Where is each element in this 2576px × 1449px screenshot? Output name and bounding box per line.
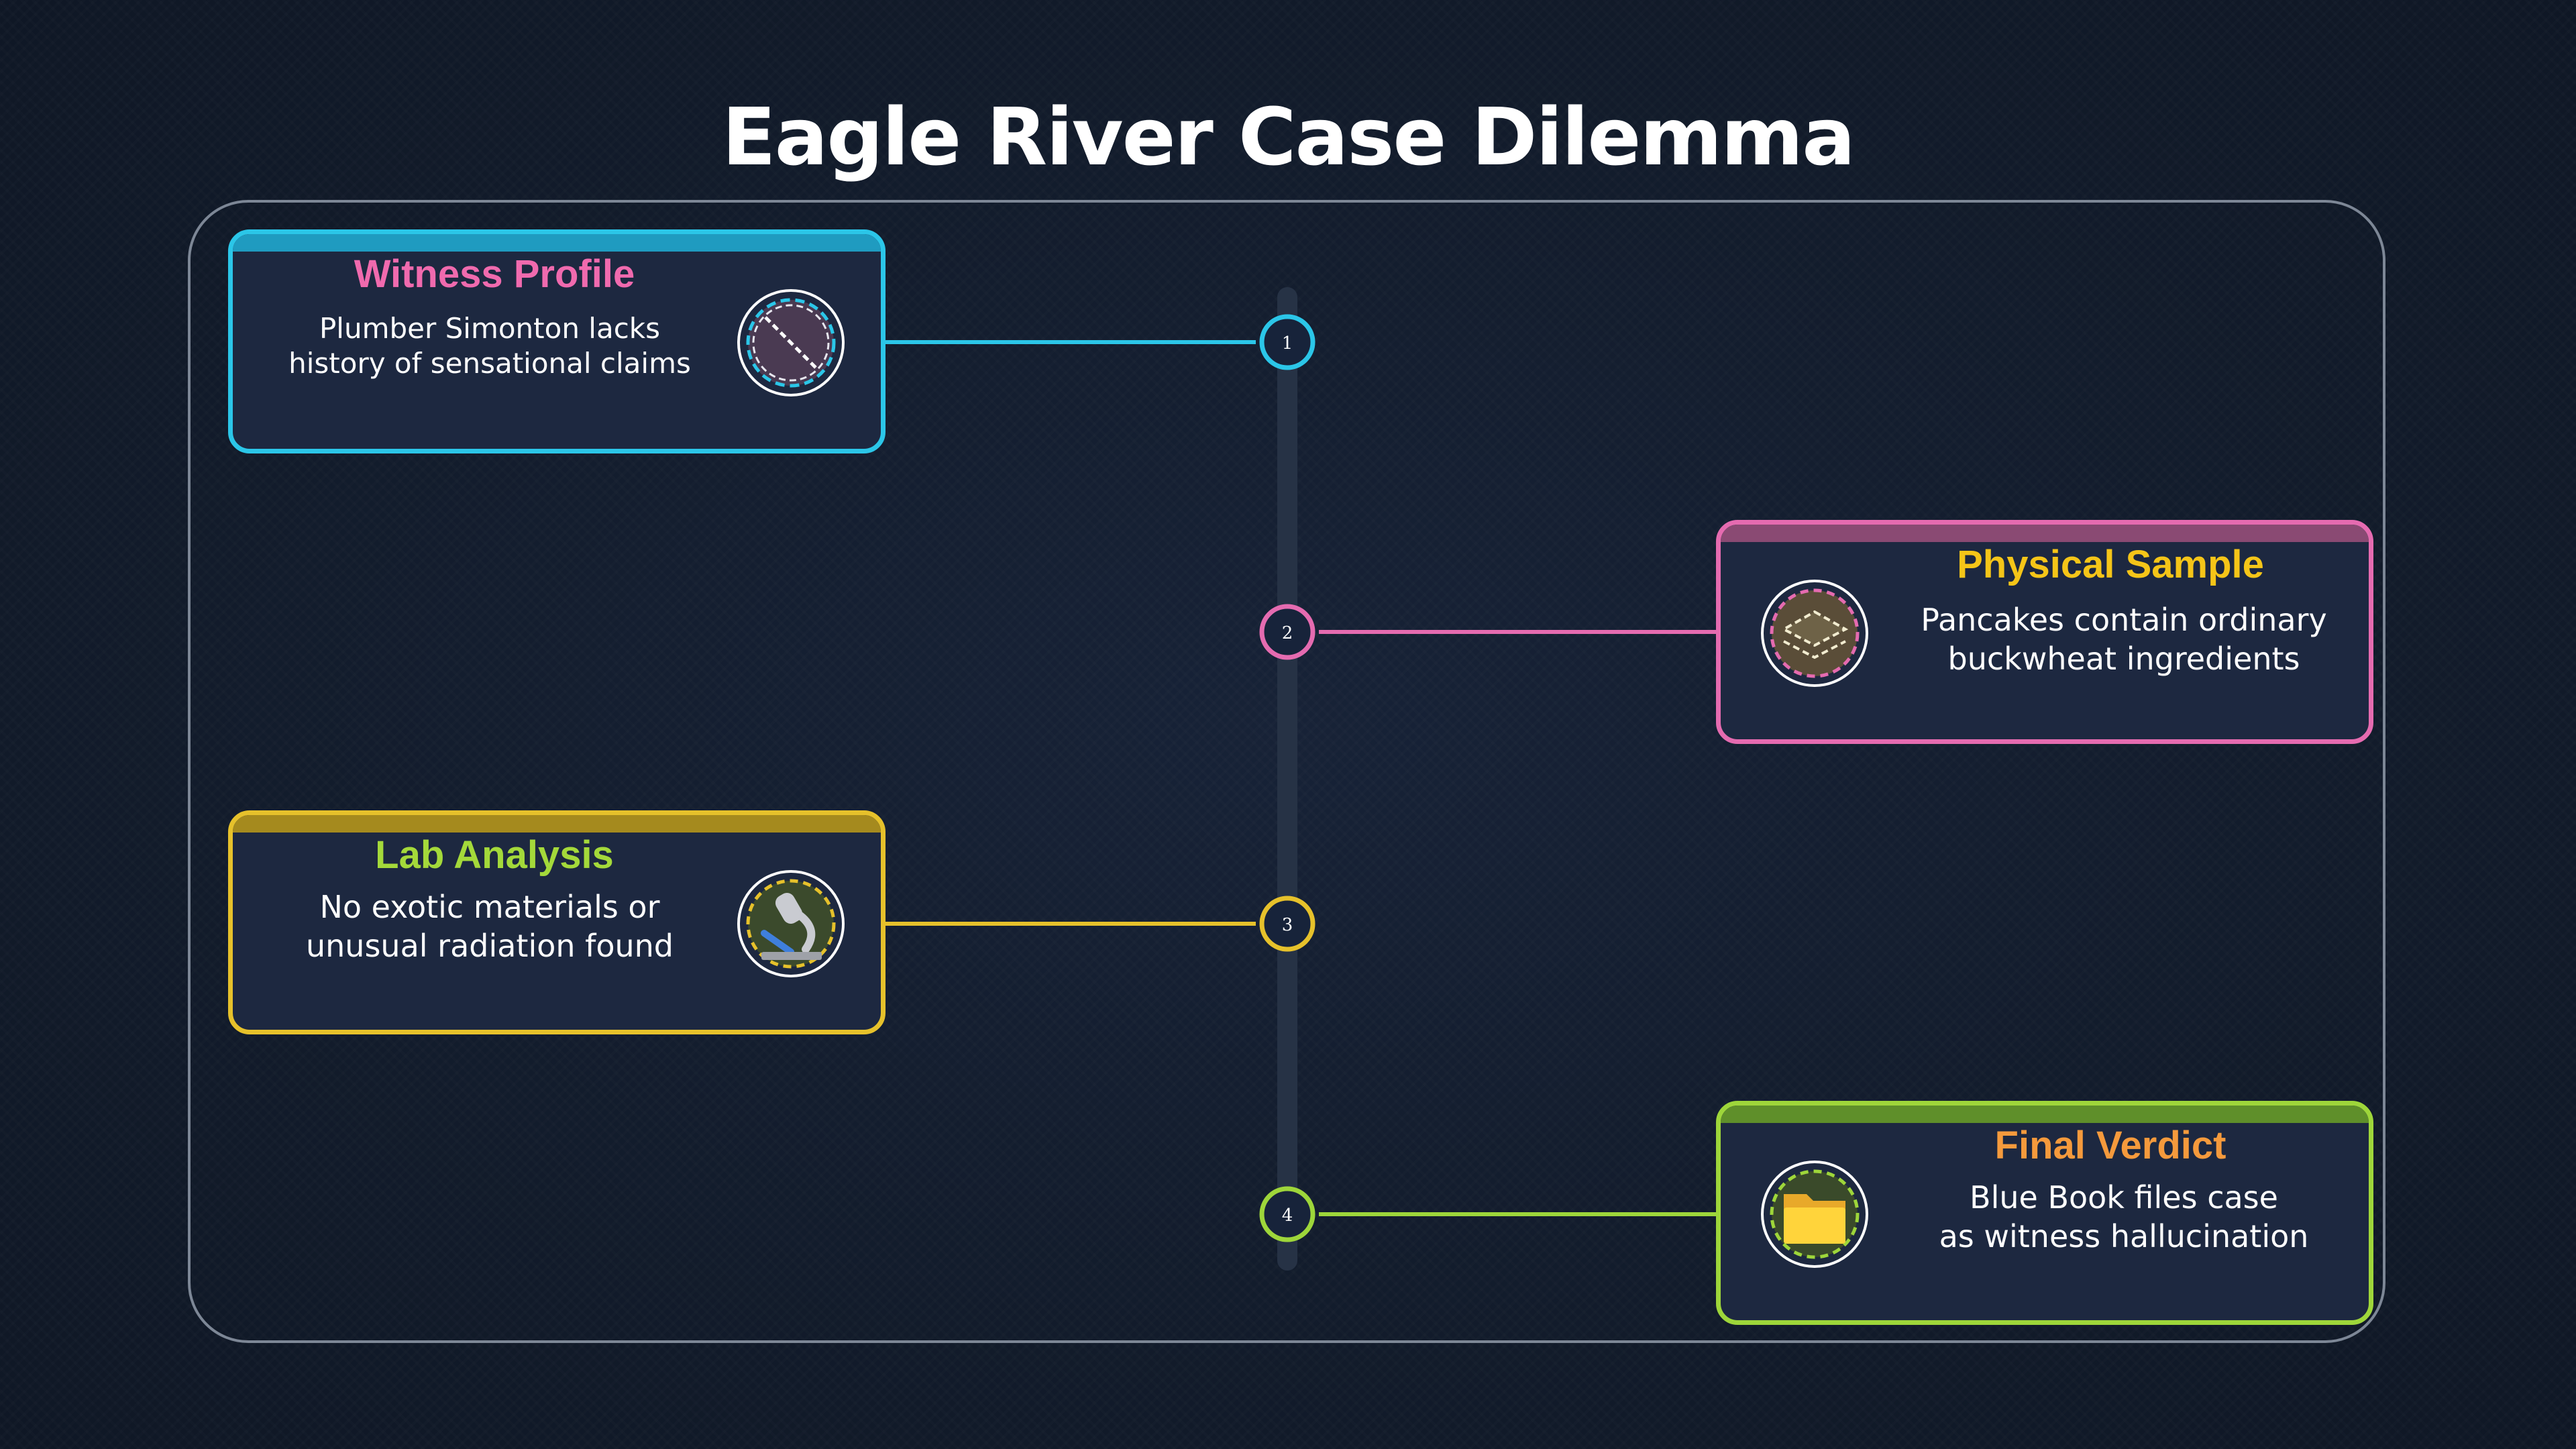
node-number-3: 3 — [1282, 915, 1293, 935]
card-body-line: Blue Book files case — [1970, 1179, 2278, 1216]
card-heading: Lab Analysis — [375, 833, 614, 877]
node-number-2: 2 — [1282, 623, 1293, 643]
microscope-icon — [737, 870, 845, 977]
card-lab-analysis: Lab Analysis No exotic materials or unus… — [228, 810, 885, 1034]
card-cap — [1721, 525, 2369, 542]
timeline-frame — [188, 200, 2385, 1343]
card-final-verdict: Final Verdict Blue Book files case as wi… — [1716, 1101, 2373, 1325]
no-symbol-icon — [737, 289, 845, 396]
card-body-line: as witness hallucination — [1939, 1218, 2309, 1254]
timeline-node-4: 4 — [1259, 1186, 1316, 1242]
card-body: Plumber Simonton lacks history of sensat… — [275, 311, 704, 381]
card-body-line: history of sensational claims — [288, 347, 691, 380]
layers-icon — [1761, 580, 1868, 687]
timeline-node-1: 1 — [1259, 314, 1316, 370]
card-witness-profile: Witness Profile Plumber Simonton lacks h… — [228, 229, 885, 453]
card-body: Pancakes contain ordinary buckwheat ingr… — [1909, 600, 2339, 678]
node-number-4: 4 — [1282, 1205, 1293, 1226]
card-body-line: unusual radiation found — [305, 928, 674, 964]
card-body-line: No exotic materials or — [319, 889, 660, 925]
card-body: Blue Book files case as witness hallucin… — [1909, 1178, 2339, 1256]
card-cap — [233, 815, 881, 833]
card-heading: Physical Sample — [1957, 543, 2264, 586]
card-heading: Witness Profile — [354, 252, 635, 296]
card-body-line: Plumber Simonton lacks — [319, 312, 661, 345]
folder-icon — [1761, 1161, 1868, 1268]
timeline-node-2: 2 — [1259, 604, 1316, 660]
timeline-spine — [1277, 287, 1297, 1271]
card-heading: Final Verdict — [1994, 1124, 2226, 1167]
card-body-line: Pancakes contain ordinary — [1921, 602, 2327, 638]
node-number-1: 1 — [1282, 333, 1293, 354]
page-title: Eagle River Case Dilemma — [722, 91, 1856, 183]
card-cap — [233, 234, 881, 252]
card-cap — [1721, 1106, 2369, 1123]
card-physical-sample: Physical Sample Pancakes contain ordinar… — [1716, 520, 2373, 744]
card-body-line: buckwheat ingredients — [1947, 641, 2300, 677]
card-body: No exotic materials or unusual radiation… — [275, 888, 704, 965]
timeline-node-3: 3 — [1259, 896, 1316, 952]
